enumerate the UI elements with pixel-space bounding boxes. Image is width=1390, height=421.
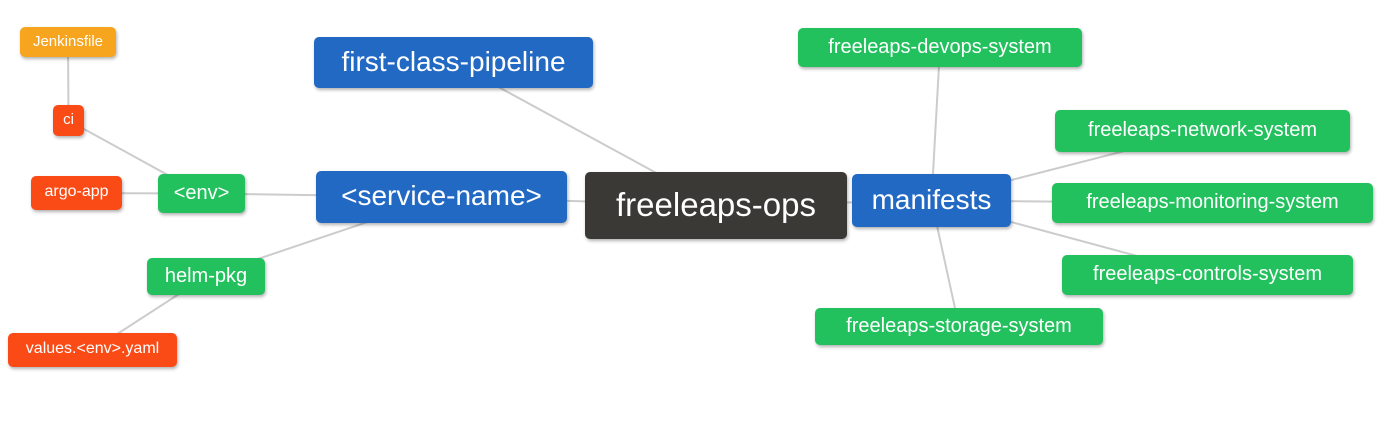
node-manifests[interactable]: manifests bbox=[852, 174, 1011, 227]
node-freeleaps-ops-root[interactable]: freeleaps-ops bbox=[585, 172, 847, 239]
node-freeleaps-network-system[interactable]: freeleaps-network-system bbox=[1055, 110, 1350, 152]
node-freeleaps-monitoring-system[interactable]: freeleaps-monitoring-system bbox=[1052, 183, 1373, 223]
node-freeleaps-storage-system[interactable]: freeleaps-storage-system bbox=[815, 308, 1103, 345]
node-first-class-pipeline[interactable]: first-class-pipeline bbox=[314, 37, 593, 88]
node-freeleaps-controls-system[interactable]: freeleaps-controls-system bbox=[1062, 255, 1353, 295]
node-ci[interactable]: ci bbox=[53, 105, 84, 136]
node-values-env-yaml[interactable]: values.<env>.yaml bbox=[8, 333, 177, 367]
node-service-name[interactable]: <service-name> bbox=[316, 171, 567, 223]
node-jenkinsfile[interactable]: Jenkinsfile bbox=[20, 27, 116, 57]
node-argo-app[interactable]: argo-app bbox=[31, 176, 122, 210]
node-env[interactable]: <env> bbox=[158, 174, 245, 213]
node-freeleaps-devops-system[interactable]: freeleaps-devops-system bbox=[798, 28, 1082, 67]
node-helm-pkg[interactable]: helm-pkg bbox=[147, 258, 265, 295]
